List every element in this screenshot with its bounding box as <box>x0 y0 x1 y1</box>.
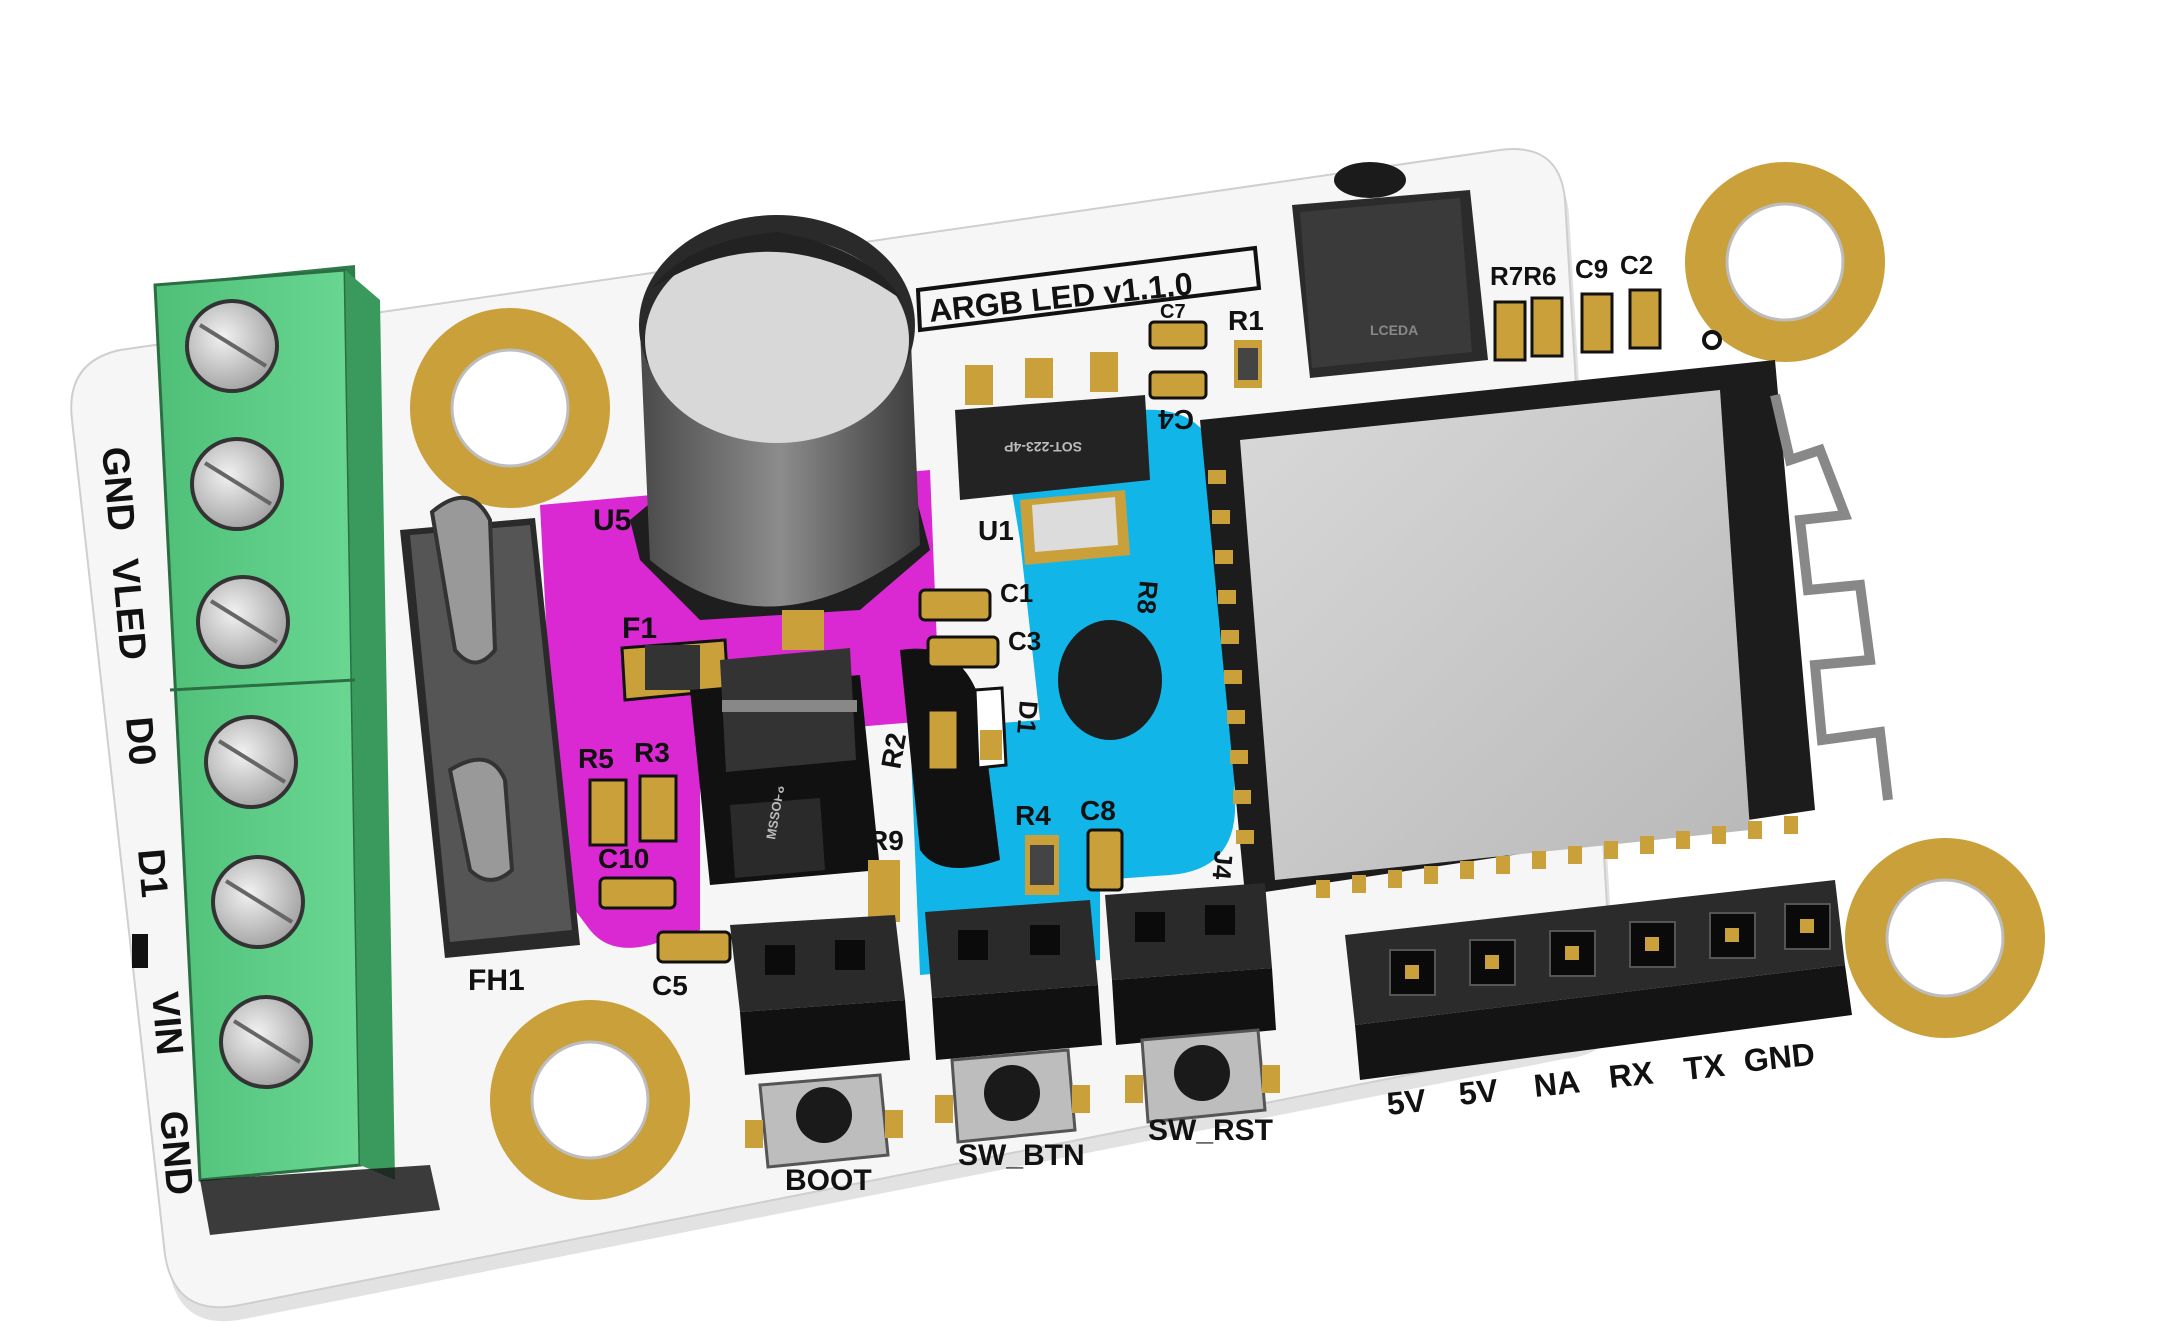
label-c2: C2 <box>1620 250 1653 280</box>
power-stage: MSSOP8 U3 R2 R9 <box>690 610 1000 922</box>
terminal-label-vin: VIN <box>143 990 190 1057</box>
small-passives-right: R7R6 C9 C2 <box>1490 250 1722 362</box>
label-u5: U5 <box>593 504 631 537</box>
button-passives: R4 C8 J4 <box>1015 795 1239 895</box>
label-r9: R9 <box>868 825 904 856</box>
boot-button[interactable]: BOOT <box>745 1073 903 1197</box>
label-r4: R4 <box>1015 800 1051 831</box>
small-passives-top: C7 C4 R1 <box>1148 301 1264 435</box>
terminal-screw <box>185 299 279 393</box>
pin1-marker <box>132 934 148 968</box>
ir-package-mark: LCEDA <box>1370 322 1418 338</box>
mounting-hole-bottom-right <box>1845 838 2045 1038</box>
label-c5: C5 <box>652 970 688 1001</box>
uart-label-rx: RX <box>1607 1054 1656 1095</box>
label-r8: R8 <box>1131 579 1164 615</box>
label-c10: C10 <box>598 843 649 874</box>
power-passives: F1 R5 R3 C10 C5 <box>578 612 732 1001</box>
mounting-hole-bottom-left <box>490 1000 690 1200</box>
terminal-screw <box>190 437 284 531</box>
mounting-hole-top-left <box>410 308 610 508</box>
sw-rst-button-label: SW_RST <box>1148 1114 1273 1147</box>
label-c4: C4 <box>1158 404 1194 435</box>
terminal-screw <box>211 855 305 949</box>
ir-receiver: LCEDA <box>1292 162 1488 378</box>
label-r1: R1 <box>1228 305 1264 336</box>
uart-label-gnd: GND <box>1742 1036 1816 1079</box>
label-j4: J4 <box>1206 849 1238 881</box>
sw-rst-button[interactable]: SW_RST <box>1125 1028 1280 1147</box>
pin-headers <box>730 883 1276 1075</box>
label-c1: C1 <box>1000 578 1033 608</box>
signal-passives: C1 C3 D1 R8 <box>918 578 1164 770</box>
uart-label-tx: TX <box>1682 1047 1727 1087</box>
header-boot <box>730 915 910 1075</box>
uart-label-5v-1: 5V <box>1385 1082 1428 1122</box>
label-fh1: FH1 <box>468 964 525 997</box>
uart-label-5v-2: 5V <box>1457 1072 1500 1112</box>
terminal-label-d1: D1 <box>129 847 175 899</box>
esp32-module <box>1200 360 1893 898</box>
mounting-hole-top-right <box>1685 162 1885 362</box>
uart-header <box>1345 880 1852 1080</box>
header-rst <box>1105 883 1276 1045</box>
terminal-label-gnd-bottom: GND <box>151 1109 200 1197</box>
label-r7r6: R7R6 <box>1490 261 1556 291</box>
module-castellated-pads <box>1208 470 1798 898</box>
label-c3: C3 <box>1008 626 1041 656</box>
header-btn <box>925 900 1102 1060</box>
label-r2: R2 <box>875 730 912 771</box>
label-u3: U3 <box>760 775 796 806</box>
terminal-labels: GND VLED D0 D1 VIN GND <box>93 445 200 1197</box>
screw-terminal-block <box>153 265 440 1235</box>
label-d1: D1 <box>1011 699 1044 735</box>
label-c8: C8 <box>1080 795 1116 826</box>
mounting-holes <box>410 162 2045 1200</box>
tactile-buttons: BOOT SW_BTN SW_RST <box>745 1028 1280 1197</box>
label-c7: C7 <box>1160 301 1186 323</box>
u1-package-mark: SOT-223-4P <box>1004 439 1082 455</box>
terminal-label-vled: VLED <box>103 557 154 662</box>
terminal-screw <box>204 715 298 809</box>
sw-btn-button-label: SW_BTN <box>958 1139 1085 1172</box>
label-r3: R3 <box>634 737 670 768</box>
electrolytic-capacitor-u5: U5 <box>593 215 930 620</box>
regulator-u1: SOT-223-4P U1 <box>955 352 1150 565</box>
terminal-screw <box>219 995 313 1089</box>
label-r5: R5 <box>578 743 614 774</box>
terminal-label-gnd-top: GND <box>93 445 142 533</box>
label-f1: F1 <box>622 612 657 645</box>
label-u1: U1 <box>978 515 1014 546</box>
uart-label-na: NA <box>1532 1063 1582 1104</box>
terminal-screw <box>196 575 290 669</box>
label-c9: C9 <box>1575 254 1608 284</box>
pcb-antenna <box>1770 393 1893 801</box>
terminal-label-d0: D0 <box>117 715 163 767</box>
sw-btn-button[interactable]: SW_BTN <box>935 1048 1090 1172</box>
boot-button-label: BOOT <box>785 1164 872 1197</box>
fuse-holder-fh1: FH1 <box>400 495 580 997</box>
uart-labels: 5V 5V NA RX TX GND <box>1385 1036 1816 1122</box>
